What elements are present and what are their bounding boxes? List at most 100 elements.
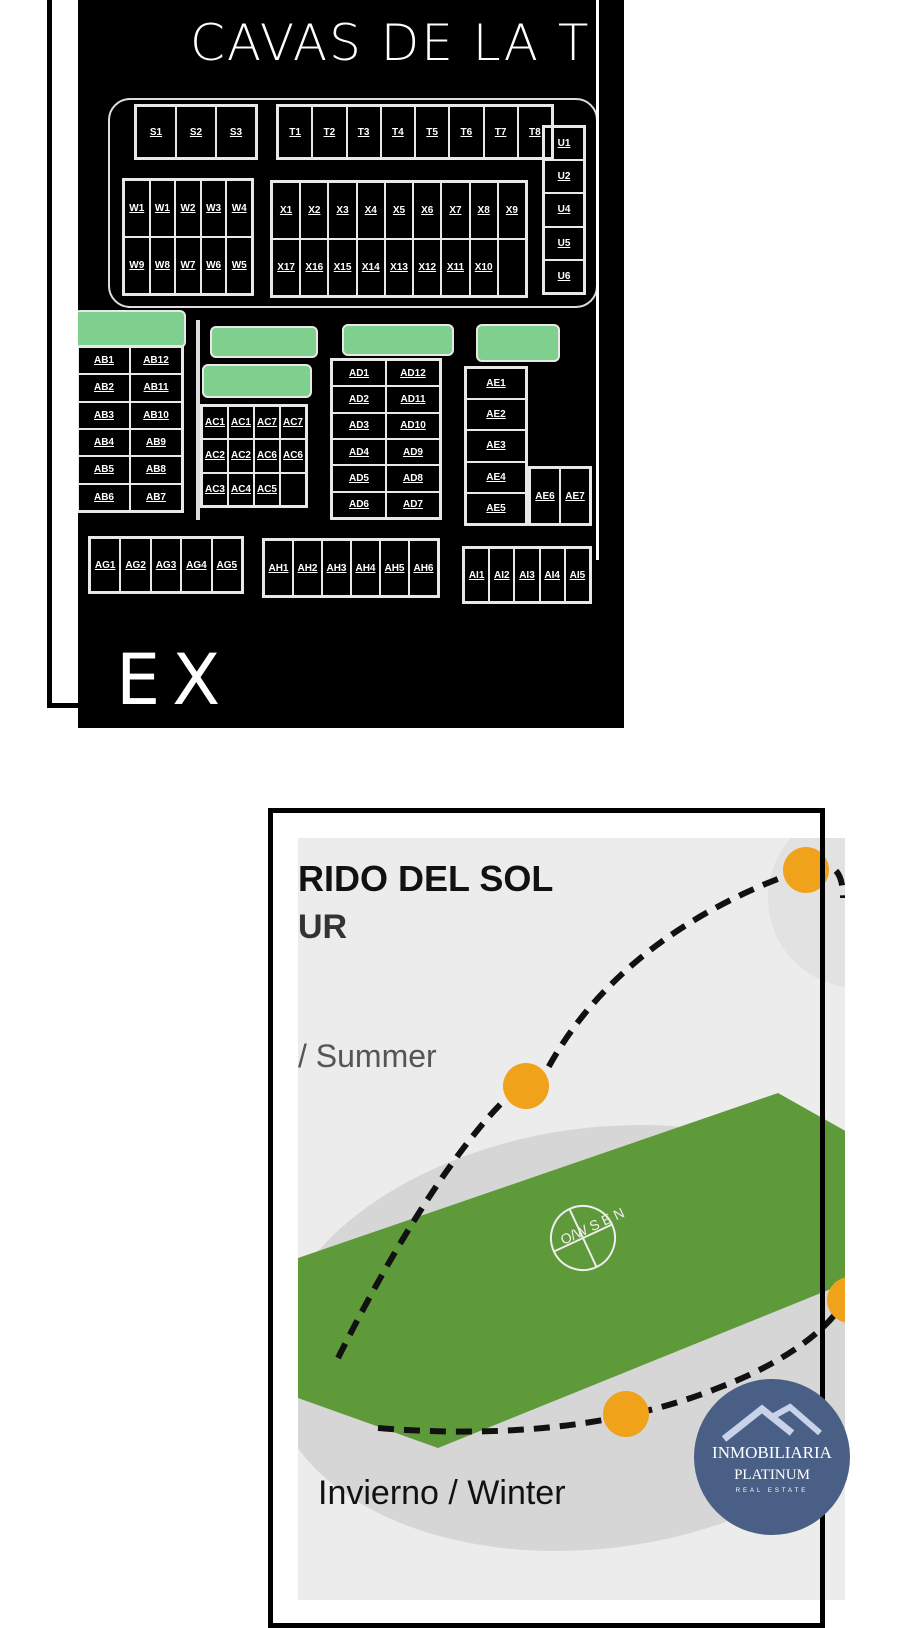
lot-u1[interactable]: U1 bbox=[544, 127, 584, 161]
lot-x15[interactable]: X15 bbox=[328, 239, 357, 296]
lot-ab4[interactable]: AB4 bbox=[78, 429, 130, 457]
lot-empty[interactable] bbox=[497, 239, 526, 296]
lot-ai3[interactable]: AI3 bbox=[514, 548, 540, 602]
lot-w6[interactable]: W6 bbox=[200, 237, 227, 294]
lot-s3[interactable]: S3 bbox=[216, 106, 256, 158]
lot-w1[interactable]: W1 bbox=[124, 180, 150, 237]
lot-w4[interactable]: W4 bbox=[226, 180, 252, 237]
lot-ac1[interactable]: AC1 bbox=[228, 406, 254, 440]
lot-ai4[interactable]: AI4 bbox=[539, 548, 565, 602]
lot-u6[interactable]: U6 bbox=[544, 259, 584, 293]
lot-w1[interactable]: W1 bbox=[149, 180, 176, 237]
lot-x7[interactable]: X7 bbox=[441, 182, 470, 239]
lot-ah5[interactable]: AH5 bbox=[380, 540, 409, 596]
lot-w5[interactable]: W5 bbox=[226, 237, 252, 294]
lot-ac4[interactable]: AC4 bbox=[228, 472, 254, 506]
lot-ab9[interactable]: AB9 bbox=[130, 429, 182, 457]
lot-ah6[interactable]: AH6 bbox=[409, 540, 438, 596]
lot-ac5[interactable]: AC5 bbox=[254, 472, 280, 506]
lot-ad3[interactable]: AD3 bbox=[332, 412, 386, 439]
lot-ah2[interactable]: AH2 bbox=[293, 540, 322, 596]
lot-t8[interactable]: T8 bbox=[517, 106, 552, 158]
lot-ad5[interactable]: AD5 bbox=[332, 465, 386, 492]
lot-t3[interactable]: T3 bbox=[346, 106, 381, 158]
lot-ad4[interactable]: AD4 bbox=[332, 439, 386, 466]
lot-t2[interactable]: T2 bbox=[312, 106, 347, 158]
lot-ad7[interactable]: AD7 bbox=[386, 491, 440, 518]
lot-ae2[interactable]: AE2 bbox=[466, 399, 526, 431]
lot-w8[interactable]: W8 bbox=[149, 237, 176, 294]
lot-ai1[interactable]: AI1 bbox=[464, 548, 490, 602]
lot-x16[interactable]: X16 bbox=[300, 239, 329, 296]
lot-u5[interactable]: U5 bbox=[544, 226, 584, 260]
lot-t6[interactable]: T6 bbox=[449, 106, 484, 158]
lot-ac2[interactable]: AC2 bbox=[228, 439, 254, 473]
lot-x2[interactable]: X2 bbox=[300, 182, 329, 239]
lot-ac7[interactable]: AC7 bbox=[254, 406, 280, 440]
lot-ab1[interactable]: AB1 bbox=[78, 347, 130, 375]
lot-ac1[interactable]: AC1 bbox=[202, 406, 228, 440]
lot-x11[interactable]: X11 bbox=[441, 239, 470, 296]
lot-ab12[interactable]: AB12 bbox=[130, 347, 182, 375]
lot-x9[interactable]: X9 bbox=[497, 182, 526, 239]
lot-ad6[interactable]: AD6 bbox=[332, 491, 386, 518]
lot-x5[interactable]: X5 bbox=[384, 182, 414, 239]
lot-w7[interactable]: W7 bbox=[175, 237, 201, 294]
lot-s1[interactable]: S1 bbox=[136, 106, 176, 158]
lot-ab11[interactable]: AB11 bbox=[130, 374, 182, 402]
lot-ac6[interactable]: AC6 bbox=[280, 439, 306, 473]
lot-ae4[interactable]: AE4 bbox=[466, 461, 526, 493]
lot-ad8[interactable]: AD8 bbox=[386, 465, 440, 492]
lot-ae6[interactable]: AE6 bbox=[530, 468, 560, 524]
lot-ai5[interactable]: AI5 bbox=[564, 548, 590, 602]
lot-ai2[interactable]: AI2 bbox=[489, 548, 515, 602]
lot-ah1[interactable]: AH1 bbox=[264, 540, 293, 596]
lot-t1[interactable]: T1 bbox=[278, 106, 313, 158]
lot-x13[interactable]: X13 bbox=[384, 239, 414, 296]
lot-empty[interactable] bbox=[280, 472, 306, 506]
lot-ag1[interactable]: AG1 bbox=[90, 538, 121, 592]
lot-ab5[interactable]: AB5 bbox=[78, 456, 130, 484]
lot-t5[interactable]: T5 bbox=[415, 106, 450, 158]
lot-x1[interactable]: X1 bbox=[272, 182, 301, 239]
lot-x10[interactable]: X10 bbox=[469, 239, 498, 296]
lot-ab6[interactable]: AB6 bbox=[78, 483, 130, 511]
lot-x17[interactable]: X17 bbox=[272, 239, 301, 296]
lot-ab7[interactable]: AB7 bbox=[130, 483, 182, 511]
lot-ac3[interactable]: AC3 bbox=[202, 472, 228, 506]
lot-ah3[interactable]: AH3 bbox=[322, 540, 351, 596]
lot-x6[interactable]: X6 bbox=[413, 182, 442, 239]
lot-ac2[interactable]: AC2 bbox=[202, 439, 228, 473]
lot-ag3[interactable]: AG3 bbox=[150, 538, 182, 592]
lot-ab3[interactable]: AB3 bbox=[78, 401, 130, 429]
lot-ad10[interactable]: AD10 bbox=[386, 412, 440, 439]
lot-x14[interactable]: X14 bbox=[356, 239, 385, 296]
lot-x8[interactable]: X8 bbox=[469, 182, 498, 239]
lot-w3[interactable]: W3 bbox=[200, 180, 227, 237]
lot-ae5[interactable]: AE5 bbox=[466, 492, 526, 524]
lot-ab8[interactable]: AB8 bbox=[130, 456, 182, 484]
lot-ag2[interactable]: AG2 bbox=[120, 538, 151, 592]
lot-w2[interactable]: W2 bbox=[175, 180, 201, 237]
lot-ah4[interactable]: AH4 bbox=[351, 540, 380, 596]
lot-w9[interactable]: W9 bbox=[124, 237, 150, 294]
lot-t7[interactable]: T7 bbox=[483, 106, 518, 158]
lot-ae7[interactable]: AE7 bbox=[560, 468, 590, 524]
lot-x4[interactable]: X4 bbox=[356, 182, 385, 239]
lot-t4[interactable]: T4 bbox=[380, 106, 415, 158]
lot-x12[interactable]: X12 bbox=[413, 239, 442, 296]
lot-ae3[interactable]: AE3 bbox=[466, 430, 526, 462]
lot-ag5[interactable]: AG5 bbox=[211, 538, 242, 592]
lot-ag4[interactable]: AG4 bbox=[181, 538, 212, 592]
lot-ab2[interactable]: AB2 bbox=[78, 374, 130, 402]
lot-x3[interactable]: X3 bbox=[328, 182, 357, 239]
lot-ab10[interactable]: AB10 bbox=[130, 401, 182, 429]
lot-ac6[interactable]: AC6 bbox=[254, 439, 280, 473]
lot-ad12[interactable]: AD12 bbox=[386, 360, 440, 387]
lot-ad1[interactable]: AD1 bbox=[332, 360, 386, 387]
lot-ad11[interactable]: AD11 bbox=[386, 386, 440, 413]
lot-ae1[interactable]: AE1 bbox=[466, 368, 526, 400]
lot-u2[interactable]: U2 bbox=[544, 160, 584, 194]
lot-ad9[interactable]: AD9 bbox=[386, 439, 440, 466]
lot-u4[interactable]: U4 bbox=[544, 193, 584, 227]
